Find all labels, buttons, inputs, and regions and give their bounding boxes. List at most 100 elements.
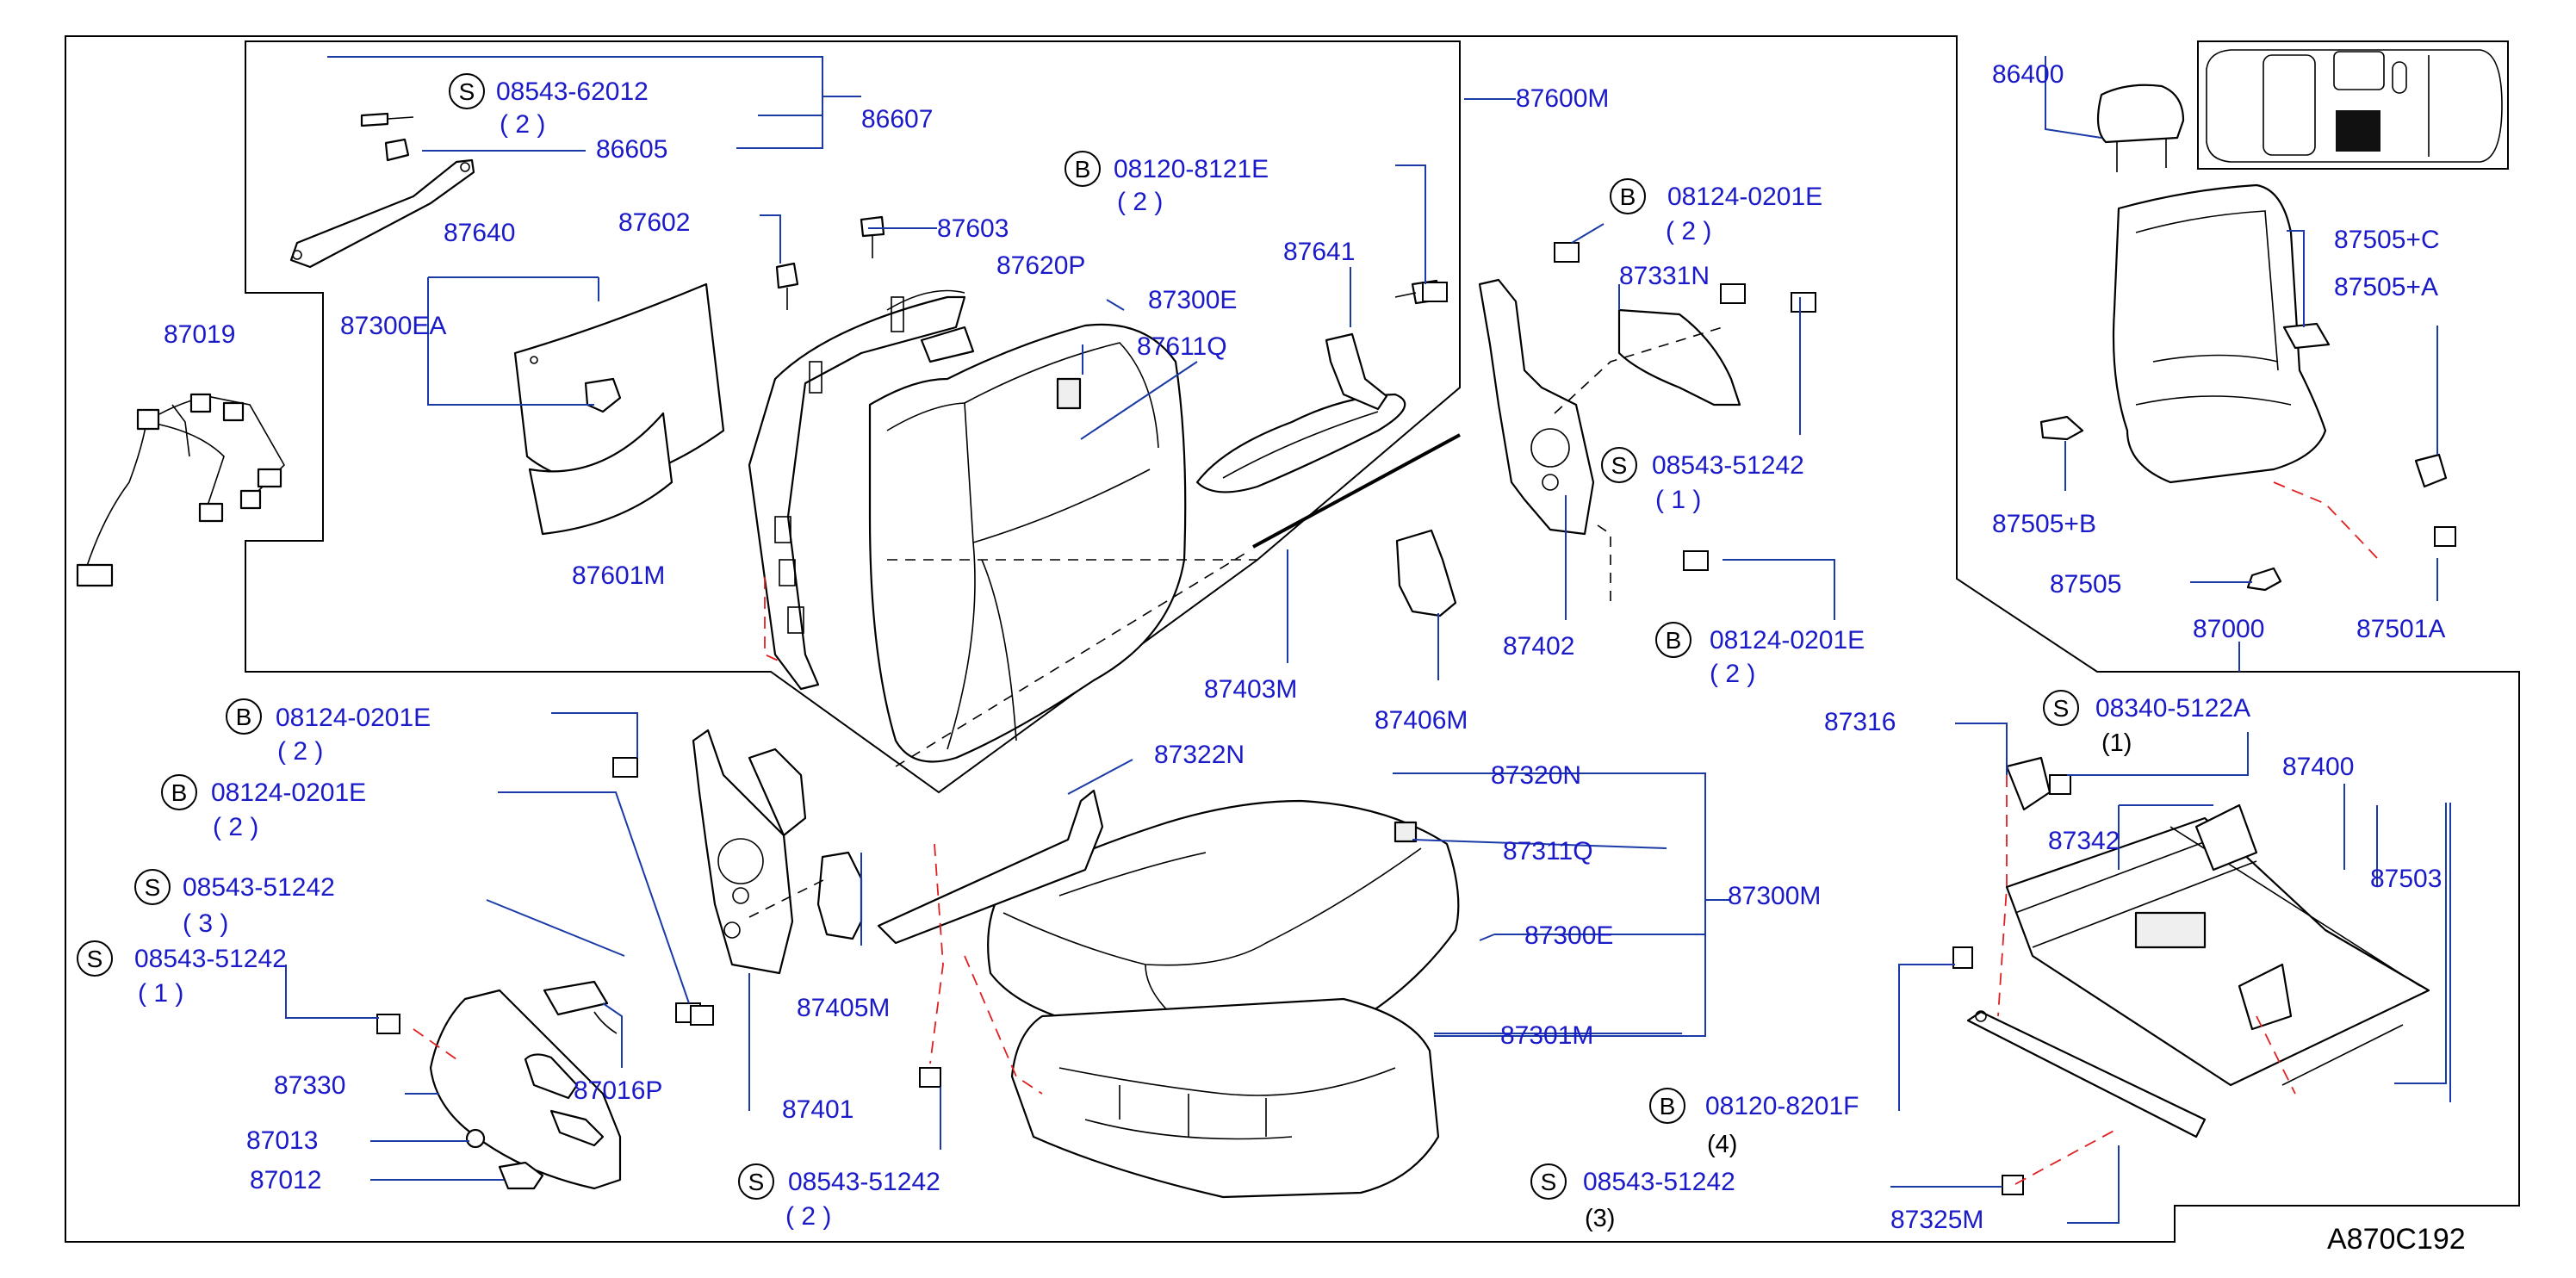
label-87316: 87316 <box>1824 708 1896 736</box>
wire-harness-part <box>76 393 285 587</box>
qty-08543-51242-l2: ( 1 ) <box>138 979 183 1008</box>
part-labels: 08543-62012 ( 2 ) 86607 86605 87600M 081… <box>134 60 2445 1234</box>
label-87325M: 87325M <box>1890 1206 1983 1234</box>
label-08543-51242-top: 08543-51242 <box>1652 451 1804 480</box>
label-08543-51242-b: 08543-51242 <box>788 1168 940 1196</box>
label-08340-5122A: 08340-5122A <box>2095 694 2250 723</box>
bolt-icon-set <box>376 242 2456 1195</box>
label-87603: 87603 <box>937 214 1009 243</box>
label-08543-51242-r: 08543-51242 <box>1583 1168 1735 1196</box>
qty-08124-0201E-mid: ( 2 ) <box>1710 660 1755 688</box>
label-08120-8201F: 08120-8201F <box>1705 1092 1859 1120</box>
label-87013: 87013 <box>246 1126 318 1155</box>
reference-code: A870C192 <box>2327 1223 2466 1256</box>
label-87406M: 87406M <box>1375 706 1468 735</box>
qty-08120-8121E: ( 2 ) <box>1117 188 1163 216</box>
vehicle-locator <box>2206 49 2503 163</box>
badge-S-08543-62012: S <box>449 73 485 109</box>
svg-text:S: S <box>1541 1169 1557 1195</box>
svg-text:S: S <box>1611 452 1628 479</box>
leader-lines <box>285 56 2451 1224</box>
label-87403M: 87403M <box>1204 675 1297 704</box>
label-87602: 87602 <box>618 208 690 237</box>
outer-frame <box>65 35 2520 1243</box>
label-08124-0201E-mid: 08124-0201E <box>1710 626 1865 655</box>
seatback-cushion-part <box>868 323 1187 763</box>
label-87640: 87640 <box>444 219 515 247</box>
headrest-guide-87603 <box>860 215 885 258</box>
locator-frame <box>2197 40 2509 170</box>
svg-text:S: S <box>2053 695 2070 722</box>
label-08124-0201E-top: 08124-0201E <box>1667 183 1822 211</box>
label-87505B: 87505+B <box>1992 510 2096 538</box>
label-08543-51242-l2: 08543-51242 <box>134 945 287 973</box>
label-87505A: 87505+A <box>2334 273 2438 301</box>
label-87501A: 87501A <box>2356 615 2445 643</box>
label-87330: 87330 <box>274 1071 345 1100</box>
trim-87406M <box>1395 529 1457 617</box>
qty-08124-0201E-top: ( 2 ) <box>1666 217 1711 245</box>
label-87600M: 87600M <box>1516 84 1609 113</box>
svg-text:B: B <box>1660 1093 1676 1120</box>
qty-08120-8201F: (4) <box>1707 1131 1737 1158</box>
label-86607: 86607 <box>861 105 933 133</box>
recliner-hinge-left-part <box>692 729 807 975</box>
label-87311Q: 87311Q <box>1503 837 1593 865</box>
label-86400: 86400 <box>1992 60 2064 89</box>
badge-B-08124-0201E-mid: B <box>1655 622 1691 658</box>
knob-87013 <box>465 1128 486 1149</box>
label-87300E-top: 87300E <box>1148 286 1237 314</box>
label-87000: 87000 <box>2193 615 2264 643</box>
qty-08124-0201E-l1: ( 2 ) <box>277 737 323 766</box>
label-08124-0201E-l2: 08124-0201E <box>211 779 366 807</box>
seatback-subframe <box>245 40 1461 794</box>
label-87505C: 87505+C <box>2334 226 2440 254</box>
label-08543-62012: 08543-62012 <box>496 78 649 106</box>
label-87620P: 87620P <box>996 251 1085 280</box>
seat-assembly-87000 <box>2039 84 2448 592</box>
armrest-part <box>289 112 475 269</box>
side-trim-87330 <box>429 989 622 1190</box>
locator-seat-highlight <box>2336 110 2380 152</box>
svg-text:B: B <box>1666 627 1682 654</box>
label-87641: 87641 <box>1283 238 1355 266</box>
label-87601M: 87601M <box>572 561 665 590</box>
svg-text:S: S <box>145 874 161 901</box>
svg-text:B: B <box>1620 183 1636 210</box>
badge-S-08543-51242-b: S <box>738 1163 774 1200</box>
label-87301M: 87301M <box>1500 1021 1593 1050</box>
label-87322N: 87322N <box>1154 741 1245 769</box>
svg-text:B: B <box>1075 156 1091 183</box>
qty-08124-0201E-l2: ( 2 ) <box>213 813 258 841</box>
badge-S-08340-5122A: S <box>2043 690 2079 726</box>
label-87019: 87019 <box>164 320 235 349</box>
seatback-frame-part <box>748 289 975 691</box>
badge-B-08120-8201F: B <box>1649 1088 1685 1124</box>
label-87016P: 87016P <box>574 1076 662 1105</box>
svg-text:B: B <box>171 779 188 806</box>
label-87611Q: 87611Q <box>1137 332 1227 361</box>
knob-87012 <box>498 1161 544 1190</box>
label-87300EA: 87300EA <box>340 312 446 340</box>
label-86605: 86605 <box>596 135 667 164</box>
badge-S-08543-51242-l1: S <box>134 869 171 905</box>
qty-08543-51242-b: ( 2 ) <box>785 1202 831 1231</box>
wire-87403M <box>1252 433 1461 549</box>
label-08124-0201E-l1: 08124-0201E <box>276 704 431 732</box>
label-87503: 87503 <box>2370 865 2442 893</box>
label-87320N: 87320N <box>1491 761 1581 790</box>
bracket-87405M <box>816 851 863 940</box>
seat-rail-assembly-87400 <box>1966 756 2430 1138</box>
label-87401: 87401 <box>782 1095 853 1124</box>
hinge-cover-87331N <box>1617 308 1741 406</box>
badge-B-08124-0201E-l2: B <box>161 774 197 810</box>
qty-08543-51242-l1: ( 3 ) <box>183 909 228 938</box>
badge-B-08124-0201E-top: B <box>1610 178 1646 214</box>
svg-text:B: B <box>236 704 252 730</box>
connection-lines <box>413 326 2296 1185</box>
qty-08340-5122A: (1) <box>2101 729 2132 757</box>
qty-08543-62012: ( 2 ) <box>500 110 545 139</box>
svg-text:S: S <box>748 1169 765 1195</box>
qty-08543-51242-r: (3) <box>1585 1205 1615 1232</box>
